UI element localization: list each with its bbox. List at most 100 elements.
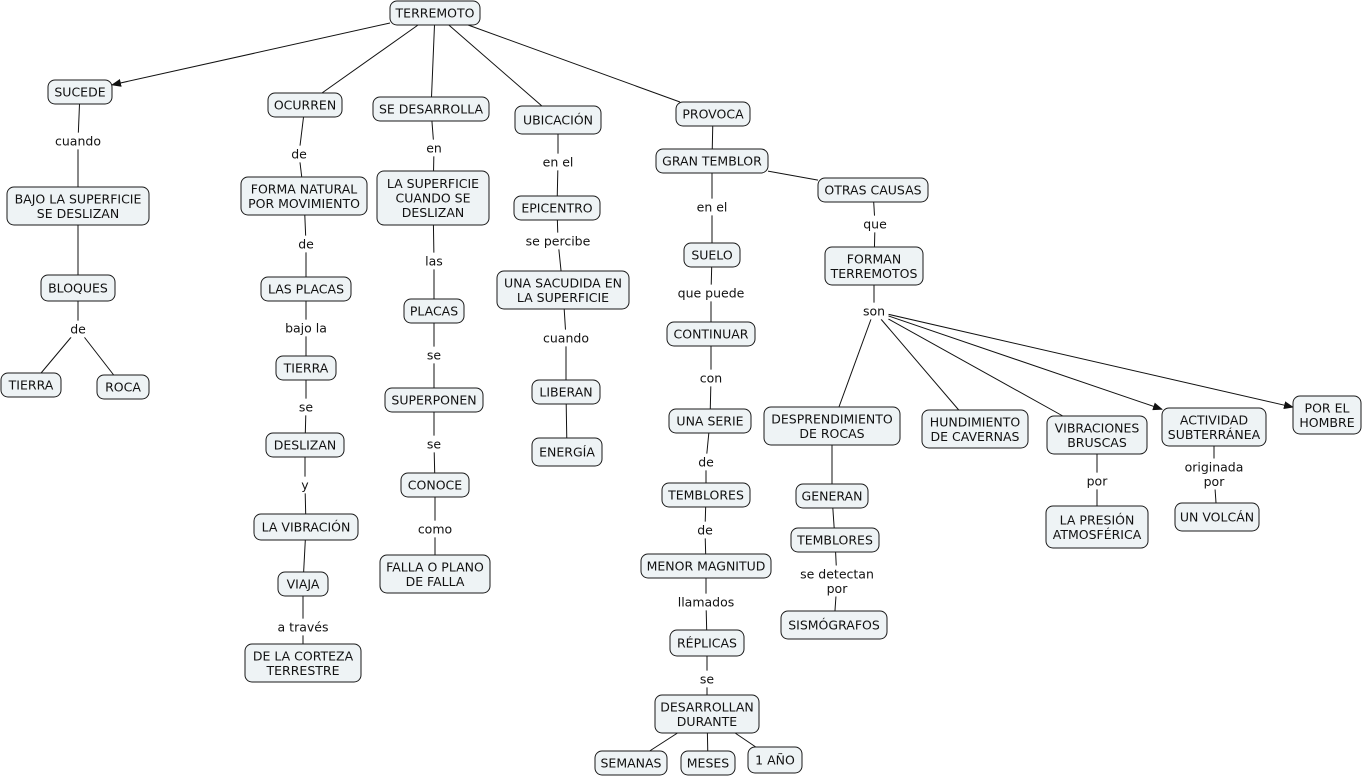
concept-box [921, 409, 1029, 449]
concept-label-line: TEMBLORES [796, 533, 873, 548]
concept-semanas[interactable]: SEMANAS [594, 750, 668, 776]
concept-label-line: LA PRESIÓN [1060, 512, 1135, 527]
linking-phrase-de4: de [695, 453, 717, 471]
linking-phrase-como: como [416, 520, 454, 538]
line-connector [873, 201, 876, 216]
concept-temblores1[interactable]: TEMBLORES [661, 482, 751, 508]
concept-box [260, 276, 352, 302]
linking-phrase-text: de [70, 322, 86, 337]
concept-label: OCURREN [274, 98, 336, 113]
concept-las-placas[interactable]: LAS PLACAS [260, 276, 352, 302]
linking-phrase-bg [67, 320, 89, 338]
concept-menor-magnitud[interactable]: MENOR MAGNITUD [640, 553, 772, 579]
concept-label-line: UN VOLCÁN [1180, 510, 1254, 525]
concept-label-line: RÉPLICAS [677, 636, 737, 651]
concept-box [267, 92, 343, 118]
linking-phrase-bg [423, 346, 445, 364]
concept-tierra1[interactable]: TIERRA [0, 372, 62, 398]
concept-label-line: 1 AÑO [755, 753, 795, 768]
line-connector [321, 24, 419, 94]
concept-placas[interactable]: PLACAS [403, 298, 465, 324]
concept-label-line: SUPERPONEN [391, 393, 476, 408]
concept-box [669, 629, 745, 657]
linking-phrase-text-line: se [299, 400, 314, 415]
concept-conoce[interactable]: CONOCE [400, 472, 470, 498]
concept-label: SUPERPONEN [391, 393, 476, 408]
linking-phrase-bg [295, 398, 317, 416]
concept-temblores2[interactable]: TEMBLORES [790, 527, 880, 553]
concept-suelo[interactable]: SUELO [683, 242, 741, 268]
concept-deslizan[interactable]: DESLIZAN [265, 432, 345, 458]
linking-phrase-bajo-la: bajo la [276, 319, 336, 337]
concept-superponen[interactable]: SUPERPONEN [384, 387, 484, 413]
concept-la-vibracion[interactable]: LA VIBRACIÓN [253, 513, 359, 541]
concept-epicentro[interactable]: EPICENTRO [513, 195, 601, 221]
concept-gran-temblor[interactable]: GRAN TEMBLOR [655, 148, 769, 174]
concept-un-ano[interactable]: 1 AÑO [747, 746, 803, 774]
linking-phrase-bg [269, 618, 337, 636]
linking-phrase-bg [695, 453, 717, 471]
concept-label-line: BLOQUES [48, 281, 108, 296]
concept-label-line: UNA SERIE [676, 414, 743, 429]
concept-label: TIERRA [8, 378, 54, 393]
concept-label: CONOCE [408, 478, 462, 493]
concept-ubicacion[interactable]: UBICACIÓN [514, 105, 602, 135]
concept-generan[interactable]: GENERAN [795, 483, 869, 509]
line-connector [835, 551, 837, 566]
concept-label: UNA SERIE [676, 414, 743, 429]
concept-sismografos[interactable]: SISMÓGRAFOS [780, 610, 888, 640]
concept-roca[interactable]: ROCA [96, 374, 150, 400]
linking-phrase-bg [1176, 458, 1252, 490]
concept-terremoto[interactable]: TERREMOTO [389, 0, 481, 26]
linking-phrase-bg [672, 593, 740, 611]
concept-meses[interactable]: MESES [680, 750, 736, 776]
concept-liberan[interactable]: LIBERAN [531, 379, 601, 405]
concept-label-line: SE DESARROLLA [379, 102, 483, 117]
line-connector [303, 539, 306, 573]
linking-phrase-con: con [696, 369, 726, 387]
linking-phrase-text-line: por [1204, 474, 1226, 489]
linking-phrase-text: las [425, 254, 443, 269]
concept-continuar[interactable]: CONTINUAR [666, 321, 756, 347]
concept-label-line: UBICACIÓN [523, 113, 593, 128]
concept-volcan[interactable]: UN VOLCÁN [1174, 502, 1260, 532]
linking-phrase-text: de [697, 523, 713, 538]
linking-phrase-text: que [863, 217, 887, 232]
concept-tierra2[interactable]: TIERRA [275, 355, 337, 381]
concept-replicas[interactable]: RÉPLICAS [669, 629, 745, 657]
concept-bloques[interactable]: BLOQUES [40, 274, 116, 302]
concept-box [655, 148, 769, 174]
concept-provoca[interactable]: PROVOCA [675, 101, 751, 127]
concept-sucede[interactable]: SUCEDE [47, 79, 113, 105]
line-connector [880, 318, 960, 411]
linking-phrase-text: se [427, 348, 442, 363]
concept-label-line: LA SUPERFICIE [387, 176, 479, 191]
concept-otras-causas[interactable]: OTRAS CAUSAS [817, 177, 929, 203]
concept-una-serie[interactable]: UNA SERIE [668, 408, 752, 434]
concept-se-desarrolla[interactable]: SE DESARROLLA [372, 96, 490, 122]
linking-phrase-text: en el [543, 155, 574, 170]
concept-energia[interactable]: ENERGÍA [531, 437, 603, 467]
linking-phrase-text-line: a través [278, 620, 329, 635]
concept-label: 1 AÑO [755, 753, 795, 768]
linking-phrase-bg [419, 252, 449, 270]
concept-viaja[interactable]: VIAJA [277, 571, 329, 597]
concept-ocurren[interactable]: OCURREN [267, 92, 343, 118]
linking-phrase-text: se percibe [526, 234, 591, 249]
